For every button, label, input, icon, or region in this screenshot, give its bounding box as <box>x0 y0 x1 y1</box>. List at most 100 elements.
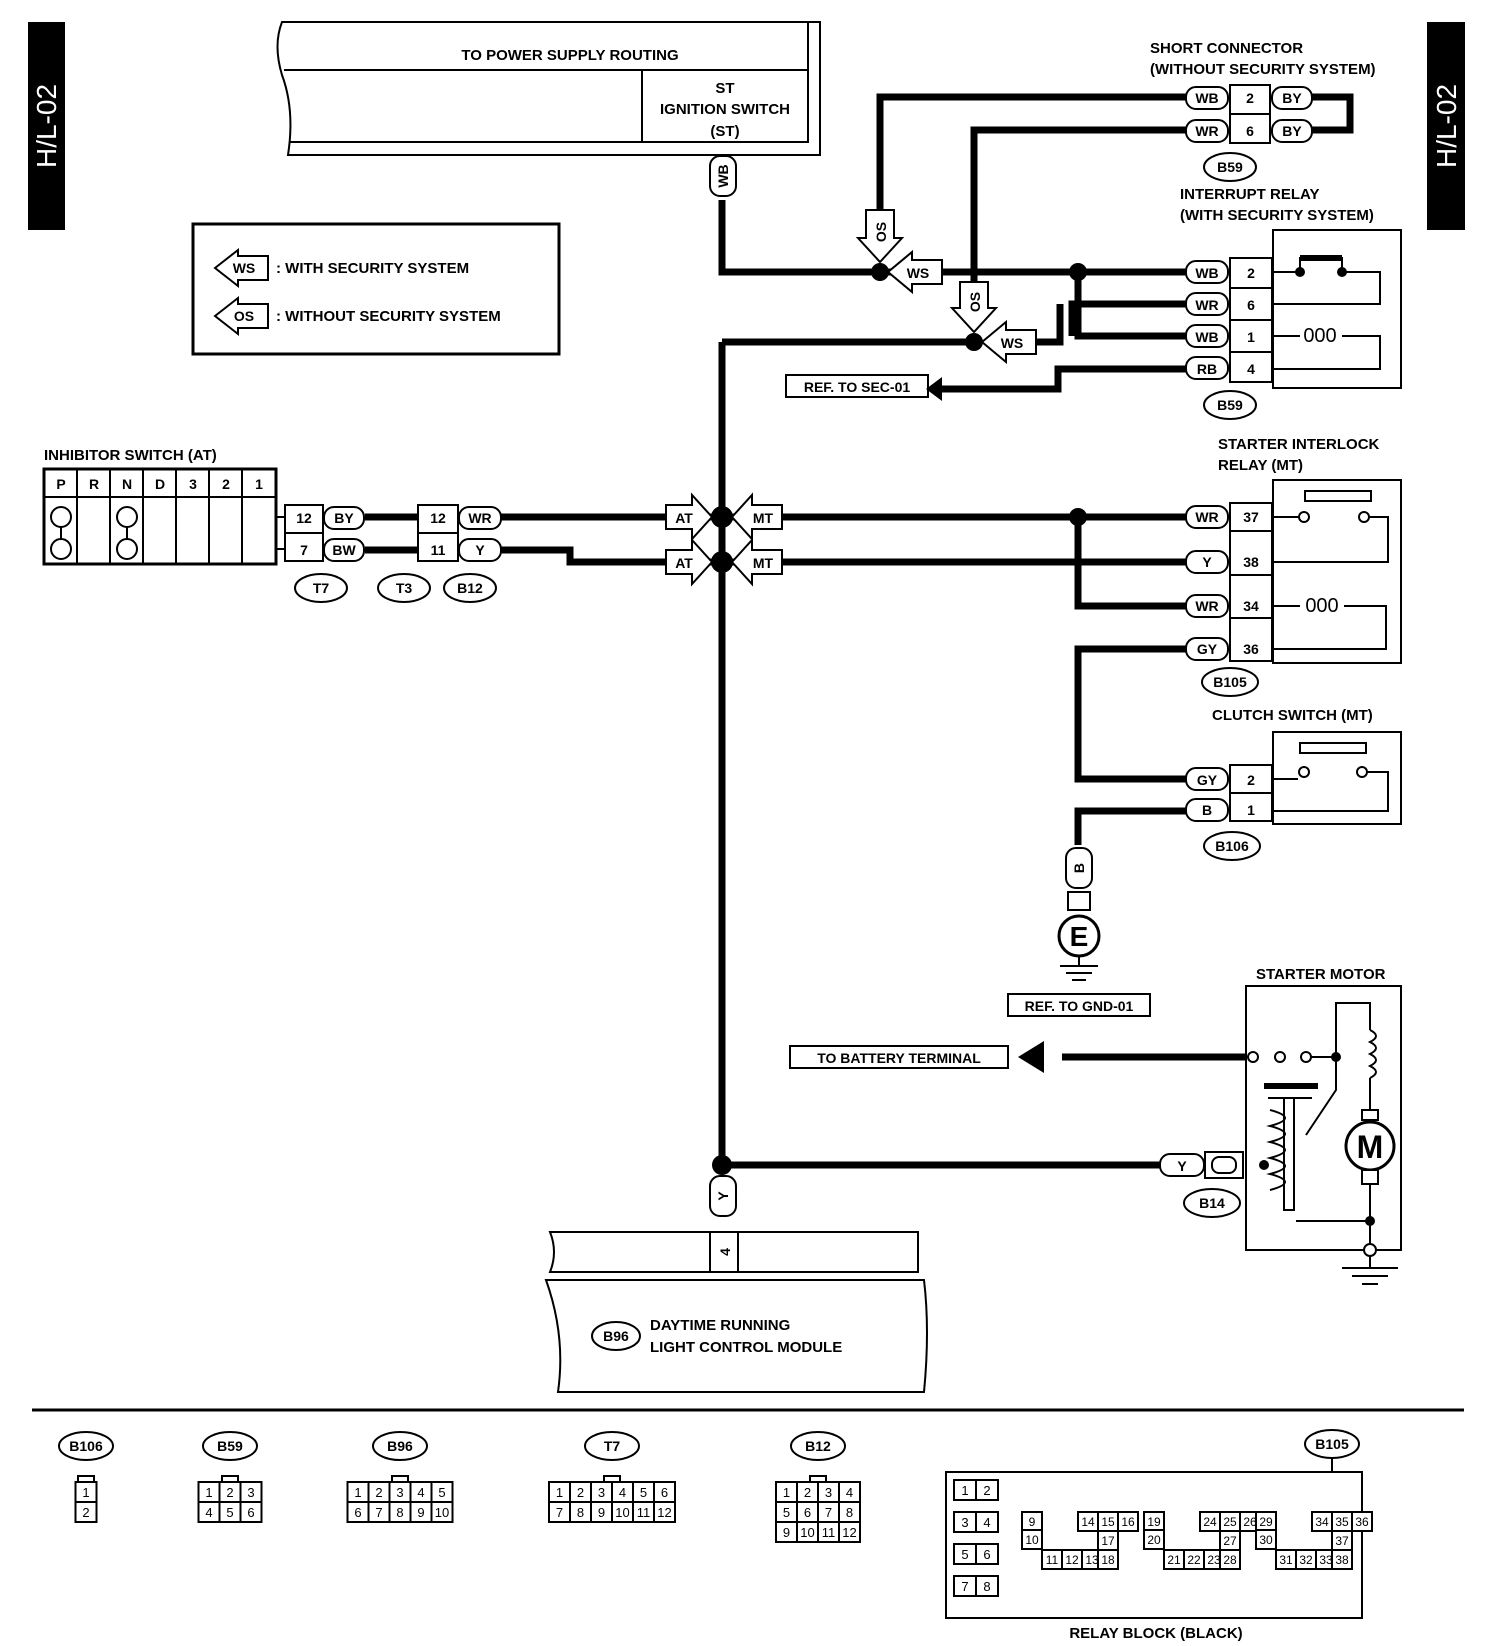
relay-pin-number: 20 <box>1147 1533 1161 1547</box>
relay-pin-number: 17 <box>1101 1534 1115 1548</box>
connector-pin-number: 8 <box>846 1505 853 1520</box>
svg-text:GY: GY <box>1197 772 1218 788</box>
connector-pin-number: 1 <box>783 1485 790 1500</box>
connector-pin-number: 4 <box>205 1505 212 1520</box>
svg-text:D: D <box>155 476 165 492</box>
svg-text:BY: BY <box>1282 90 1302 106</box>
relay-pin-number: 24 <box>1203 1515 1217 1529</box>
svg-text:WS: WS <box>233 260 256 276</box>
svg-text:RELAY (MT): RELAY (MT) <box>1218 457 1303 474</box>
connector-pin-number: 10 <box>615 1505 629 1520</box>
svg-text:(WITHOUT SECURITY SYSTEM): (WITHOUT SECURITY SYSTEM) <box>1150 61 1376 78</box>
connector-pin-number: 9 <box>783 1525 790 1540</box>
connector-pin-number: 12 <box>842 1525 856 1540</box>
svg-text:WR: WR <box>1195 123 1218 139</box>
svg-text:3: 3 <box>189 476 197 492</box>
connector-pin-number: 6 <box>354 1505 361 1520</box>
relay-pin-number: 8 <box>983 1579 990 1594</box>
svg-text:6: 6 <box>1247 297 1255 313</box>
svg-text:2: 2 <box>1246 90 1254 106</box>
relay-pin-number: 9 <box>1029 1515 1036 1529</box>
connector-pin-number: 8 <box>577 1505 584 1520</box>
svg-text:6: 6 <box>1246 123 1254 139</box>
svg-text:WR: WR <box>468 510 491 526</box>
relay-pin-number: 10 <box>1025 1533 1039 1547</box>
svg-text:N: N <box>122 476 132 492</box>
svg-text:WB: WB <box>1195 329 1218 345</box>
connector-pin-number: 3 <box>825 1485 832 1500</box>
connector-pin-number: 5 <box>640 1485 647 1500</box>
svg-text:INTERRUPT RELAY: INTERRUPT RELAY <box>1180 186 1319 203</box>
relay-pin-number: 28 <box>1223 1553 1237 1567</box>
inhibitor-switch: INHIBITOR SWITCH (AT) P R N D 3 2 1 <box>42 447 284 566</box>
svg-text:1: 1 <box>1247 329 1255 345</box>
connector-pin-number: 4 <box>417 1485 424 1500</box>
relay-pin-number: 13 <box>1085 1553 1099 1567</box>
connector-id-oval <box>584 1431 640 1461</box>
starter-motor: STARTER MOTOR M Y <box>1159 966 1402 1285</box>
svg-text:WR: WR <box>1195 509 1218 525</box>
svg-text:DAYTIME RUNNING: DAYTIME RUNNING <box>650 1317 790 1334</box>
svg-text:TO BATTERY TERMINAL: TO BATTERY TERMINAL <box>817 1050 981 1066</box>
relay-pin-number: 18 <box>1101 1553 1115 1567</box>
relay-pin-number: 6 <box>983 1547 990 1562</box>
svg-text:WS: WS <box>1001 335 1024 351</box>
clutch-switch: CLUTCH SWITCH (MT) 2 1 GY B B106 <box>1185 707 1402 861</box>
svg-text:36: 36 <box>1243 641 1259 657</box>
os-arrow-icon: OS <box>213 295 269 337</box>
connector-pin-number: 5 <box>226 1505 233 1520</box>
relay-pin-cell <box>975 1511 999 1533</box>
relay-pin-number: 7 <box>961 1579 968 1594</box>
svg-text:OS: OS <box>234 308 254 324</box>
svg-text:P: P <box>56 476 65 492</box>
svg-text:H/L-02: H/L-02 <box>31 84 62 168</box>
relay-pin-number: 25 <box>1223 1515 1237 1529</box>
svg-text:WB: WB <box>1195 90 1218 106</box>
relay-pin-number: 31 <box>1279 1553 1293 1567</box>
svg-text:38: 38 <box>1243 554 1259 570</box>
svg-text:H/L-02: H/L-02 <box>1431 84 1462 168</box>
connector-pin-number: 2 <box>375 1485 382 1500</box>
relay-pin-number: 29 <box>1259 1515 1273 1529</box>
connector-pin-number: 7 <box>556 1505 563 1520</box>
svg-text:B96: B96 <box>603 1328 629 1344</box>
connector-pin-number: 7 <box>825 1505 832 1520</box>
svg-text:WB: WB <box>1195 265 1218 281</box>
relay-pin-number: 4 <box>983 1515 990 1530</box>
ws-tag-upper: WS <box>886 249 943 295</box>
svg-text:B106: B106 <box>1215 838 1249 854</box>
page-tag-left: H/L-02 <box>28 22 65 230</box>
ground-symbol: B E <box>1057 847 1101 981</box>
svg-text:T7: T7 <box>313 580 330 596</box>
mt-tag-upper: MT <box>730 492 783 542</box>
relay-pin-number: 12 <box>1065 1553 1079 1567</box>
at-tag-upper: AT <box>665 492 714 542</box>
relay-pin-number: 38 <box>1335 1553 1349 1567</box>
svg-text:WB: WB <box>715 164 731 187</box>
connector-id-label: B59 <box>217 1438 243 1454</box>
connector-pin-number: 3 <box>396 1485 403 1500</box>
connector-pin-number: 3 <box>598 1485 605 1500</box>
svg-text:OS: OS <box>967 292 983 312</box>
svg-text:B105: B105 <box>1213 674 1247 690</box>
relay-pin-number: 2 <box>983 1483 990 1498</box>
svg-text:WR: WR <box>1195 598 1218 614</box>
at-tag-lower: AT <box>665 537 714 587</box>
connector-id-label: B12 <box>805 1438 831 1454</box>
svg-text:2: 2 <box>1247 265 1255 281</box>
svg-text:4: 4 <box>1247 361 1255 377</box>
svg-text:MT: MT <box>753 555 774 571</box>
svg-text:GY: GY <box>1197 641 1218 657</box>
connector-pin-cell <box>74 1501 98 1523</box>
svg-text:CLUTCH SWITCH (MT): CLUTCH SWITCH (MT) <box>1212 707 1373 724</box>
svg-text:B59: B59 <box>1217 159 1243 175</box>
svg-text:WS: WS <box>907 265 930 281</box>
relay-pin-cell <box>1351 1511 1373 1532</box>
short-connector: SHORT CONNECTOR (WITHOUT SECURITY SYSTEM… <box>1150 40 1376 182</box>
legend-ws-text: : WITH SECURITY SYSTEM <box>276 260 469 277</box>
svg-text:Y: Y <box>1202 554 1212 570</box>
svg-text:B: B <box>1071 863 1087 873</box>
interrupt-relay-coil-icon: 000 <box>1303 325 1336 347</box>
